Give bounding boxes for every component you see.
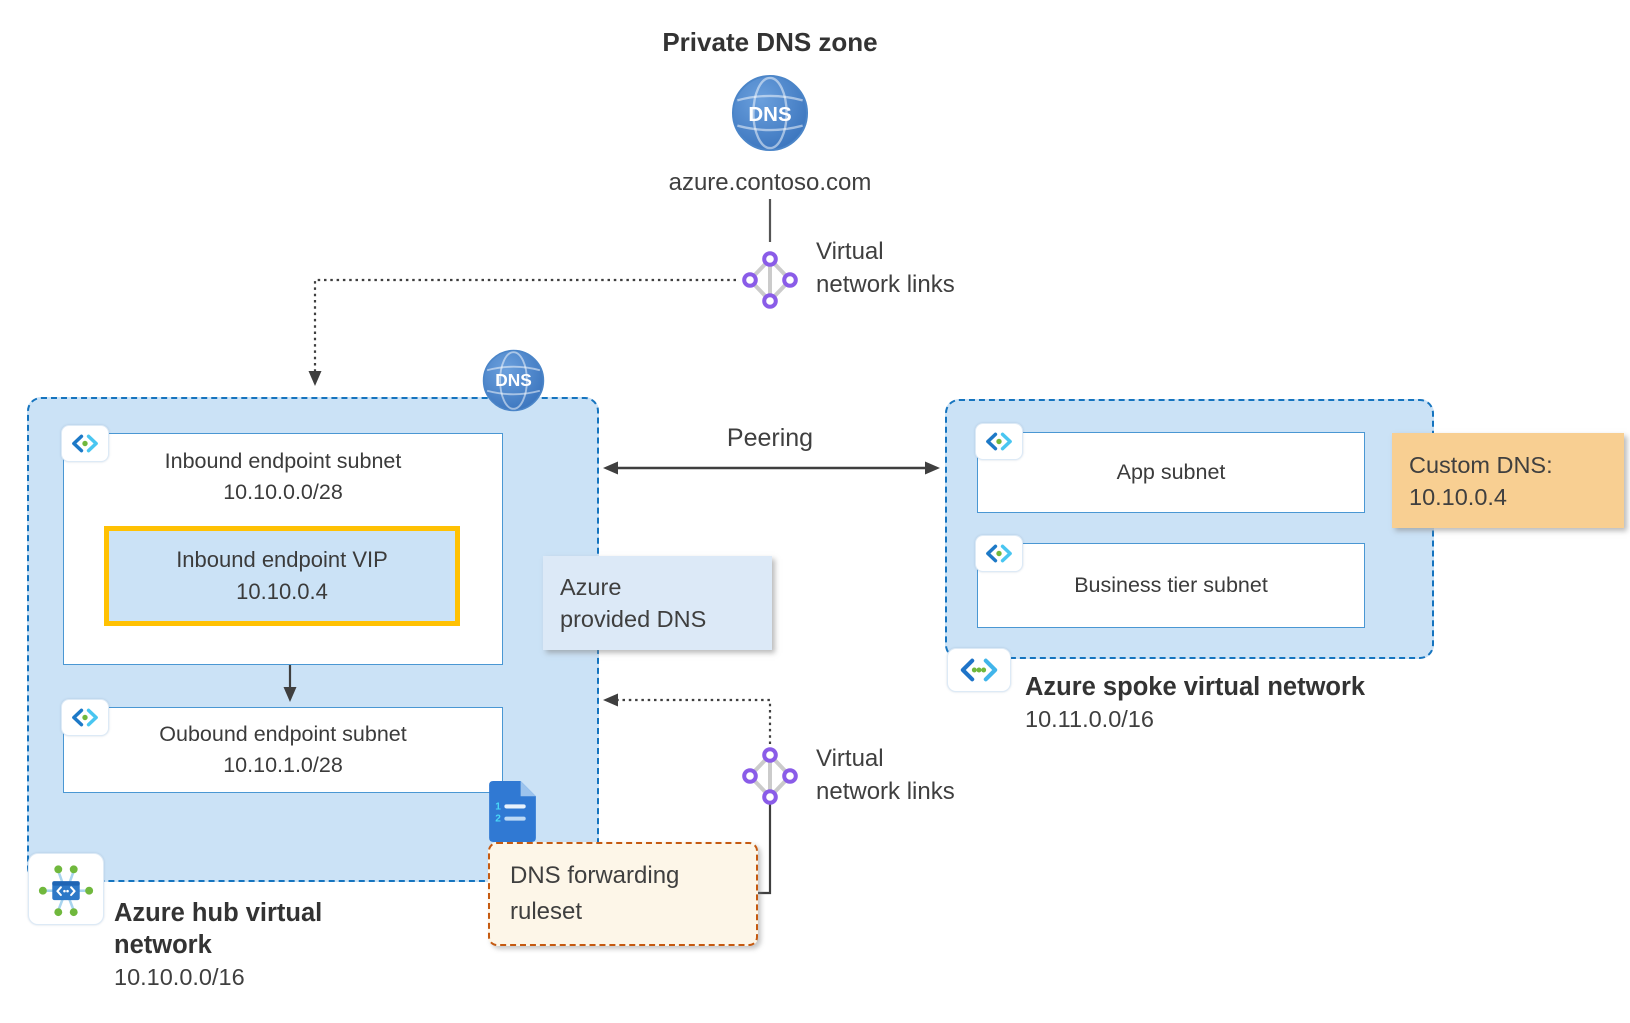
custom-dns-line2: 10.10.0.4: [1409, 483, 1508, 510]
inbound-endpoint-vip-box: Inbound endpoint VIP 10.10.0.4: [104, 526, 460, 626]
inbound-vip-ip: 10.10.0.4: [236, 579, 328, 604]
spoke-vnet-icon: [947, 648, 1011, 692]
inbound-endpoint-subnet-box: Inbound endpoint subnet 10.10.0.0/28 Inb…: [63, 433, 503, 665]
link-to-hub-right-dotted-arrow: [603, 693, 772, 744]
spoke-cidr: 10.11.0.0/16: [1025, 706, 1154, 732]
dns-forwarding-ruleset-box: DNS forwarding ruleset: [488, 842, 758, 946]
ruleset-line1: DNS forwarding: [510, 862, 680, 889]
subnet-icon-app: [975, 423, 1023, 460]
vnl-bottom-line1: Virtual: [816, 745, 884, 772]
peering-label: Peering: [726, 424, 814, 452]
provided-dns-line2: provided DNS: [560, 606, 707, 632]
virtual-network-links-icon-bottom: [742, 747, 798, 805]
subnet-icon-inbound: [61, 425, 109, 462]
azure-provided-dns-label: Azure provided DNS: [543, 556, 772, 650]
provided-dns-line1: Azure: [560, 574, 622, 600]
virtual-network-links-label-top: Virtual network links: [816, 235, 955, 301]
doc-line-number-1: 1: [495, 801, 501, 812]
outbound-subnet-title: Oubound endpoint subnet: [159, 722, 407, 746]
vnl-bottom-line2: network links: [816, 778, 955, 805]
hub-vnet-label: Azure hub virtual network 10.10.0.0/16: [114, 897, 322, 993]
app-subnet-title: App subnet: [1116, 460, 1226, 484]
inbound-subnet-title: Inbound endpoint subnet: [164, 449, 402, 473]
spoke-name: Azure spoke virtual network: [1025, 673, 1366, 701]
private-dns-zone-title: Private DNS zone: [662, 27, 878, 57]
hub-cidr: 10.10.0.0/16: [114, 964, 245, 990]
outbound-endpoint-subnet-box: Oubound endpoint subnet 10.10.1.0/28: [63, 707, 503, 793]
spoke-vnet-label: Azure spoke virtual network 10.11.0.0/16: [1025, 671, 1365, 735]
subnet-icon-business: [975, 535, 1023, 572]
subnet-icon-outbound: [61, 699, 109, 736]
dns-globe-hub-text: DNS: [495, 370, 532, 390]
virtual-network-links-icon-top: [742, 251, 798, 309]
custom-dns-line1: Custom DNS:: [1409, 451, 1553, 478]
hub-name-line2: network: [114, 931, 212, 959]
custom-dns-label: Custom DNS: 10.10.0.4: [1392, 433, 1624, 528]
business-tier-subnet-box: Business tier subnet: [977, 543, 1365, 628]
inbound-vip-title: Inbound endpoint VIP: [176, 547, 388, 572]
hub-vnet-icon: [28, 853, 104, 925]
ruleset-line2: ruleset: [510, 898, 583, 925]
vnl-top-line2: network links: [816, 271, 955, 298]
dns-globe-text: DNS: [748, 103, 791, 126]
ruleset-document-icon: 1 2: [489, 781, 536, 842]
business-subnet-title: Business tier subnet: [1074, 573, 1268, 597]
dns-globe-icon-zone: DNS: [731, 74, 809, 152]
vnl-top-line1: Virtual: [816, 238, 884, 265]
doc-line-number-2: 2: [495, 814, 501, 825]
dns-globe-icon-hub: DNS: [482, 349, 545, 412]
link-to-hub-dotted-arrow: [308, 278, 736, 386]
outbound-subnet-cidr: 10.10.1.0/28: [223, 753, 343, 777]
app-subnet-box: App subnet: [977, 432, 1365, 513]
hub-name-line1: Azure hub virtual: [114, 899, 323, 927]
inbound-subnet-cidr: 10.10.0.0/28: [223, 480, 343, 504]
virtual-network-links-label-bottom: Virtual network links: [816, 742, 955, 808]
dns-zone-domain: azure.contoso.com: [668, 169, 872, 196]
